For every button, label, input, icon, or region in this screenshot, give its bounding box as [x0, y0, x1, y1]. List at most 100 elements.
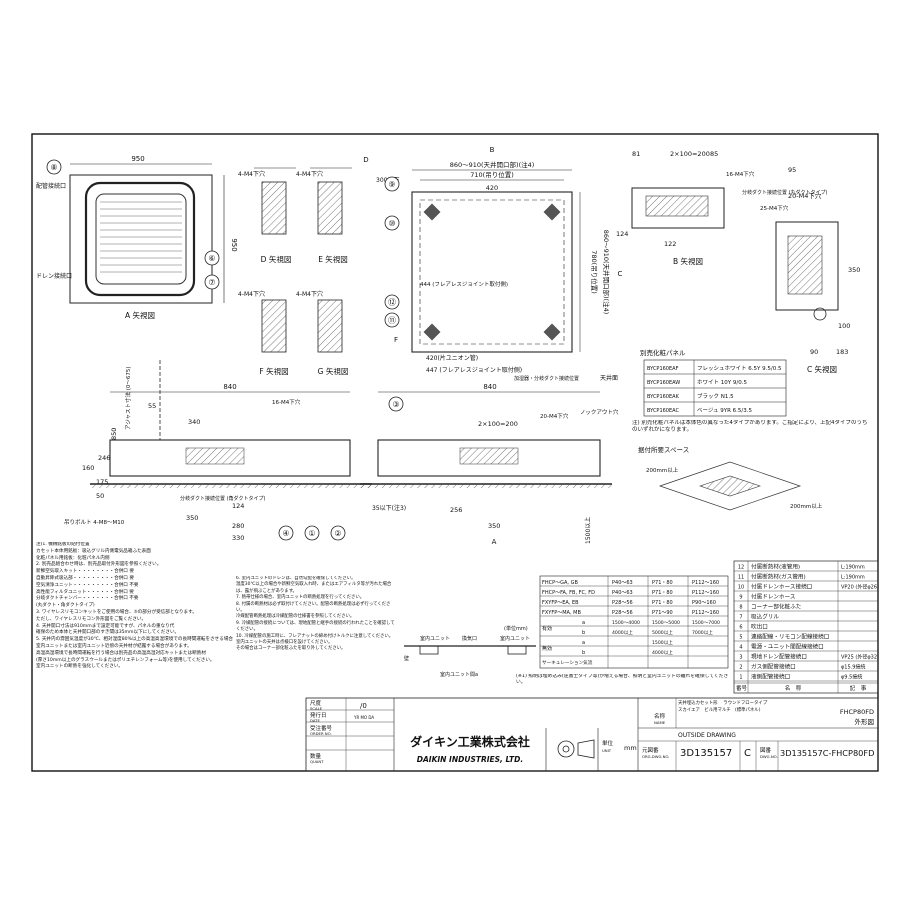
branch-duct-a: 分岐ダクト接続位置 (角ダクトタイプ): [180, 495, 266, 502]
room-exhaust: 換気口: [462, 635, 477, 642]
spec-r4-c1: P28～56: [612, 610, 633, 616]
spec-a-1: 1500～4000: [612, 620, 640, 626]
spec-r3-c1: P28～56: [612, 600, 633, 606]
spec-r3-c2: P71・80: [652, 600, 673, 606]
spec-r3-c0: FXYFP～EA, EB: [542, 600, 579, 606]
marker-d: D: [363, 156, 368, 164]
tb-dwg-no: 3D135157C-FHCP80FD: [780, 748, 874, 758]
elev-m4-16: 16-M4下穴: [272, 398, 301, 406]
callout-11: ⑪: [388, 316, 396, 325]
tb-name-en: NAME: [654, 720, 666, 725]
note-line: 室内ユニットまたは室内ユニット近傍の天井材が結露する場合があります。: [36, 643, 192, 649]
dim-ceiling-w: 860～910(天井開口部)(注4): [450, 160, 535, 169]
elev-850: 850: [110, 428, 118, 440]
elev-280: 280: [232, 522, 244, 530]
parts-row-name: ガス側配管接続口: [751, 663, 796, 671]
parts-row-no: 6: [739, 625, 742, 631]
parts-row-no: 3: [739, 655, 742, 661]
title-block: 尺度 SCALE /0 発行日 DATE YR MO DA 受注番号 ORDER…: [305, 697, 879, 772]
parts-row-name: 付属ドレンホース接続口: [751, 583, 812, 591]
tb-dwg-en: DWG.NO.: [760, 754, 778, 759]
spec-a-0: a: [582, 620, 585, 626]
dim-950-side: 950: [230, 238, 238, 251]
view-a-title: A 矢視図: [125, 310, 155, 320]
spec-a-3: 1500～7000: [692, 620, 720, 626]
tb-date-label: 発行日: [310, 711, 327, 719]
spec-b-3: 7000以上: [692, 629, 713, 636]
elev-35: 35以下(注3): [372, 504, 406, 512]
note-line: 高性能フィルタユニット・・・・・・合併口 要: [36, 589, 134, 595]
spec-r4-c0: FXYFP～MA, MB: [542, 610, 581, 616]
adjust: アジャスト寸法 (0～675): [124, 366, 132, 430]
spec-a-2: 1500～5000: [652, 620, 680, 626]
note-line: 8. 付属の断熱材は必ず取付けてください。配管の断熱処理は必ず行ってください。: [236, 601, 391, 614]
note-line: 室内ユニットの断熱を強化してください。: [36, 664, 124, 670]
view-a: 950 950 配管接続口 ドレン接続口 A 矢視図 ⑧ ⑥ ⑦: [36, 155, 238, 320]
b-m4-16: 16-M4下穴: [726, 170, 755, 178]
notes-left: 注)1. 機械銘板の貼付位置カセット本体用銘板：吸込グリル内側電気品箱ふた表面化…: [36, 542, 236, 671]
ceiling: 天井面: [600, 374, 618, 382]
elev-340: 340: [188, 418, 200, 426]
side-elevation-right: 840 2×100=200 20-M4下穴 ノックアウト穴 256 350 35…: [360, 374, 619, 546]
callout-2: ②: [334, 529, 341, 538]
elev-160: 160: [82, 464, 94, 472]
tb-name-line1: 天井埋込カセット形 ラウンドフロータイプ: [678, 699, 768, 706]
parts-row-name: 吹出口: [751, 623, 768, 631]
note-line: 3. ワイヤレスリモコンキットをご使用の場合、⑤の部分が受信部となります。: [36, 609, 197, 615]
hanging-bolt: 吊りボルト 4-M8～M10: [64, 518, 125, 526]
spec-r2-c3: P112～160: [692, 590, 719, 596]
parts-row-note: L:190mm: [841, 575, 865, 581]
c-90: 90: [810, 348, 818, 356]
panel-model-4: BYCP160EAC: [647, 408, 679, 414]
b-81: 81: [632, 150, 640, 158]
parts-row-name: 付属断熱材(ガス管用): [751, 573, 806, 581]
marker-c: C: [618, 270, 623, 278]
callout-4: ④: [282, 529, 289, 538]
elev-50: 50: [96, 492, 104, 500]
spec-r4-c3: P112～160: [692, 610, 719, 616]
b-branch-round: 分岐ダクト接続位置 (丸ダクトタイプ): [742, 189, 828, 196]
tb-scale-label: 尺度: [310, 699, 322, 707]
room-indoor-a: 室内ユニット: [420, 635, 450, 642]
c-100: 100: [838, 322, 850, 330]
note-line: (丸ダクト・角ダクトタイプ): [36, 603, 95, 609]
tb-unit-en: UNIT: [602, 748, 612, 753]
elev-175: 175: [96, 478, 108, 486]
spec-b2-1: 4000以上: [652, 649, 673, 656]
elev-55-a: 55: [148, 402, 156, 410]
note-line: 6. 室内ユニットのドレンは、自然勾配を確保してください。: [236, 576, 356, 581]
parts-row-name: 現地ドレン配管接続口: [751, 653, 807, 661]
view-c: 95 20-M4下穴 25-M4下穴 350 90 183 100 C 矢視図: [760, 166, 860, 374]
dim-950-top: 950: [131, 155, 144, 163]
elev-330: 330: [232, 534, 244, 542]
tb-orig-no: 3D135157: [680, 748, 732, 759]
e-m4: 4-M4下穴: [296, 170, 323, 178]
parts-h-note: 記 事: [850, 684, 867, 692]
b-85: 85: [710, 150, 718, 158]
parts-row-no: 8: [739, 605, 742, 611]
note-line: 室内ユニットの天井は点検口を設けてください。: [236, 640, 333, 646]
note-line: 温度30℃以上の場合や新鮮空気取入れ時、またはエアフィルタ等が汚れた場合は、露が…: [236, 582, 392, 594]
parts-h-name: 名 称: [785, 684, 802, 692]
dim-420: 420: [486, 184, 498, 192]
elev-m4-20: 20-M4下穴: [540, 412, 569, 420]
parts-row-name: コーナー部化粧ふた: [751, 603, 802, 611]
dim-hanging-h: 780(吊り位置): [590, 250, 599, 293]
tb-order-label: 受注番号: [310, 724, 333, 732]
elev-124: 124: [232, 502, 244, 510]
note-line: 9. 冷媒配管の接続については、現地配管と継手の接続の行われたことを確認してくだ…: [236, 620, 395, 633]
dim-444: 444 (フレアレスジョイント取付側): [420, 280, 508, 288]
panel-desc-4: ベージュ 9YR 6.5/3.5: [697, 407, 753, 414]
view-g-title: G 矢視図: [318, 366, 349, 376]
ceiling-board: 加湿器・分岐ダクト接続位置: [514, 375, 579, 382]
f-m4: 4-M4下穴: [238, 290, 265, 298]
note-line: (厚さ10mm以上のグラスウールまたはポリエチレンフォーム等)を使用してください…: [36, 657, 215, 663]
side-elevation-left: 840 55 340 16-M4下穴 850 246 160 175 50 12…: [64, 360, 372, 542]
projection-icon: [557, 740, 575, 758]
parts-row-no: 2: [739, 665, 742, 671]
tb-orig-en: ORG.DWG.NO.: [642, 754, 670, 759]
spec-r3-c3: P90～160: [692, 600, 716, 606]
spec-r1-c3: P112～160: [692, 580, 719, 586]
g-m4: 4-M4下穴: [296, 290, 323, 298]
